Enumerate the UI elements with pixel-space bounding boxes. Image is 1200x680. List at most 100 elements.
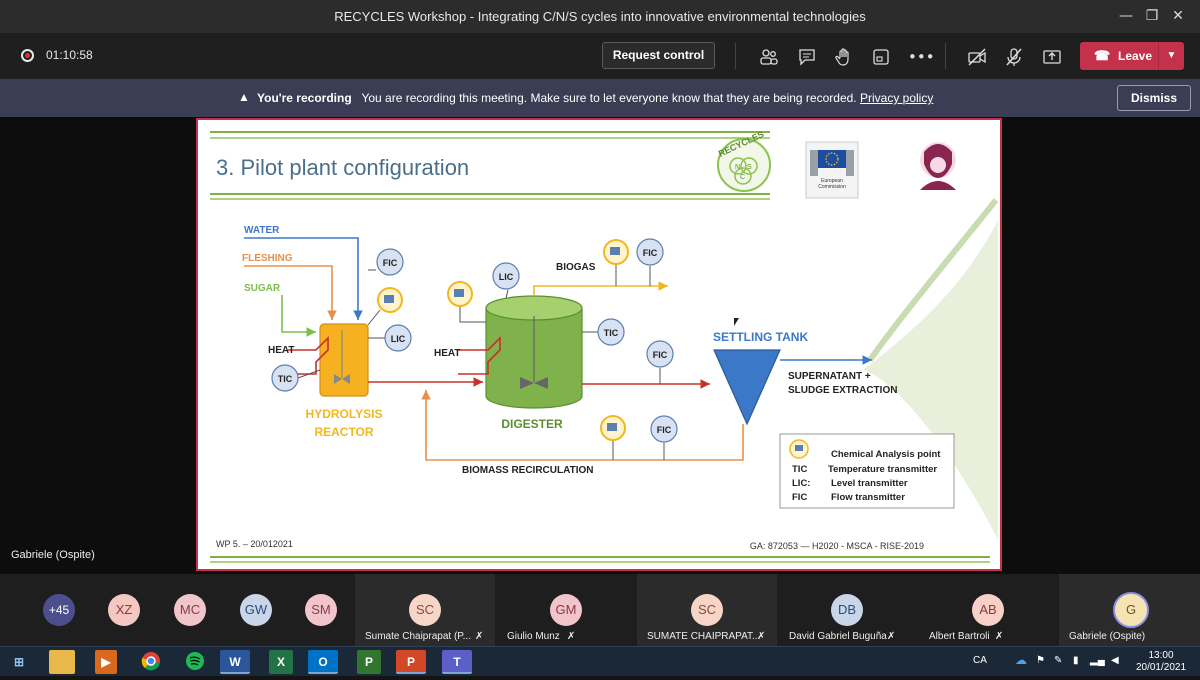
signal-icon[interactable]: ▂▄ (1090, 655, 1105, 666)
leave-label: Leave (1118, 49, 1153, 63)
share-icon[interactable] (1041, 46, 1063, 68)
shared-slide: 3. Pilot plant configuration RECYCLES N … (196, 118, 1002, 571)
sugar-line (281, 295, 316, 337)
rooms-icon[interactable] (870, 46, 892, 68)
settling-tank-label: SETTLING TANK (713, 330, 808, 344)
raise-hand-icon[interactable] (833, 46, 855, 68)
avatar: SM (305, 594, 337, 626)
media-player-icon[interactable]: ▶ (95, 650, 117, 674)
file-explorer-icon[interactable] (49, 650, 75, 674)
instrument-tic (597, 318, 625, 346)
instrument-fic (376, 248, 404, 276)
mic-off-icon: ✗ (757, 631, 766, 642)
heat-label-2: HEAT (434, 348, 460, 359)
supernatant-label: SUPERNATANT + (788, 371, 871, 382)
fleshing-line (244, 265, 337, 320)
instrument-tic (271, 364, 299, 392)
outlook-icon[interactable]: O (308, 650, 338, 674)
taskbar-clock[interactable]: 13:00 20/01/2021 (1130, 650, 1192, 674)
heat-label-1: HEAT (268, 345, 294, 356)
participant-tile[interactable]: DB David Gabriel Buguña ✗ (779, 574, 917, 646)
decorative-branch-shape (867, 198, 999, 362)
participant-tile[interactable]: MC (172, 574, 206, 646)
excel-icon[interactable]: X (269, 650, 293, 674)
participant-tile[interactable]: SC SUMATE CHAIPRAPAT... ✗ (637, 574, 777, 646)
flag-icon[interactable]: ⚑ (1036, 655, 1045, 666)
reactor-label-1: HYDROLYSIS (306, 407, 383, 421)
powerpoint-icon[interactable]: P (396, 650, 426, 674)
warning-icon: ▲ (238, 90, 250, 104)
settling-tank-cone (713, 349, 781, 426)
portrait-logo (920, 142, 956, 190)
volume-icon[interactable]: ◀ (1111, 655, 1119, 666)
maximize-button[interactable]: ❐ (1145, 8, 1159, 24)
european-commission-logo: European Commission (805, 141, 859, 199)
slide-footer-right: GA: 872053 — H2020 - MSCA - RISE-2019 (750, 541, 924, 551)
word-icon[interactable]: W (220, 650, 250, 674)
participant-tile-presenter[interactable]: G Gabriele (Ospite) (1059, 574, 1200, 646)
legend-code: TIC (792, 464, 807, 475)
legend-code: LIC: (792, 478, 810, 489)
avatar: XZ (108, 594, 140, 626)
recording-banner: ▲ You're recording You are recording thi… (0, 79, 1200, 117)
participant-tile[interactable]: SM (303, 574, 337, 646)
recording-banner-text: You're recording You are recording this … (257, 91, 933, 105)
dismiss-button[interactable]: Dismiss (1117, 85, 1191, 111)
chrome-icon[interactable] (136, 650, 166, 674)
slide-footer-left: WP 5. – 20/012021 (216, 539, 293, 549)
logo-letter: N (735, 164, 740, 171)
teams-icon[interactable]: T (442, 650, 472, 674)
digester-label: DIGESTER (501, 417, 563, 431)
overflow-participants-tile[interactable]: +45 (42, 574, 76, 646)
digester-impeller (520, 377, 548, 389)
window-titlebar: RECYCLES Workshop - Integrating C/N/S cy… (0, 0, 1200, 33)
chevron-down-icon[interactable]: ▼ (1158, 42, 1184, 70)
chat-icon[interactable] (796, 46, 818, 68)
participant-name: Sumate Chaiprapat (P... (365, 631, 471, 642)
recording-indicator-icon (21, 49, 34, 62)
mic-off-icon[interactable] (1003, 46, 1025, 68)
windows-taskbar: ⊞ ▶ W X O P P T CA ☁ ⚑ ✎ ▮ ▂▄ ◀ 13:00 20… (0, 646, 1200, 676)
battery-icon[interactable]: ▮ (1073, 655, 1079, 666)
legend-desc: Chemical Analysis point (831, 449, 941, 460)
project-icon[interactable]: P (357, 650, 381, 674)
participants-icon[interactable] (758, 46, 780, 68)
avatar: GW (240, 594, 272, 626)
legend-desc: Level transmitter (831, 478, 908, 489)
avatar: GM (550, 594, 582, 626)
participant-tile[interactable]: XZ (106, 574, 140, 646)
participant-tile[interactable]: GM Giulio Munz ✗ (497, 574, 635, 646)
pen-icon[interactable]: ✎ (1054, 655, 1063, 666)
eu-text: Commission (818, 184, 846, 190)
privacy-policy-link[interactable]: Privacy policy (859, 91, 934, 105)
minimize-button[interactable]: — (1119, 8, 1133, 24)
biogas-line (533, 281, 668, 296)
instrument-label: FIC (643, 248, 658, 258)
instrument-fic (636, 238, 664, 266)
logo-letter: C (740, 174, 745, 181)
camera-off-icon[interactable] (966, 46, 988, 68)
instrument-fic (646, 340, 674, 368)
taskbar-time: 13:00 (1148, 650, 1174, 661)
onedrive-icon[interactable]: ☁ (1015, 653, 1027, 667)
avatar: AB (972, 594, 1004, 626)
participant-tile[interactable]: SC Sumate Chaiprapat (P... ✗ (355, 574, 495, 646)
decorative-leaf-shape (863, 220, 998, 540)
language-indicator[interactable]: CA (973, 655, 987, 666)
legend-desc: Flow transmitter (831, 492, 905, 503)
avatar: SC (691, 594, 723, 626)
participant-tile[interactable]: GW (238, 574, 272, 646)
request-control-button[interactable]: Request control (602, 42, 715, 69)
more-icon[interactable]: ••• (908, 48, 935, 66)
start-icon[interactable]: ⊞ (13, 655, 25, 669)
close-button[interactable]: ✕ (1172, 8, 1184, 24)
avatar: G (1113, 592, 1149, 628)
participant-tile[interactable]: AB Albert Bartroli ✗ (919, 574, 1057, 646)
mic-off-icon: ✗ (567, 631, 576, 642)
spotify-icon[interactable] (180, 650, 210, 674)
participant-name: Giulio Munz (507, 631, 560, 642)
leave-button[interactable]: ☎ Leave ▼ (1080, 42, 1184, 70)
legend-code: FIC (792, 492, 807, 503)
eu-text: European (821, 178, 843, 184)
mic-off-icon: ✗ (995, 631, 1004, 642)
